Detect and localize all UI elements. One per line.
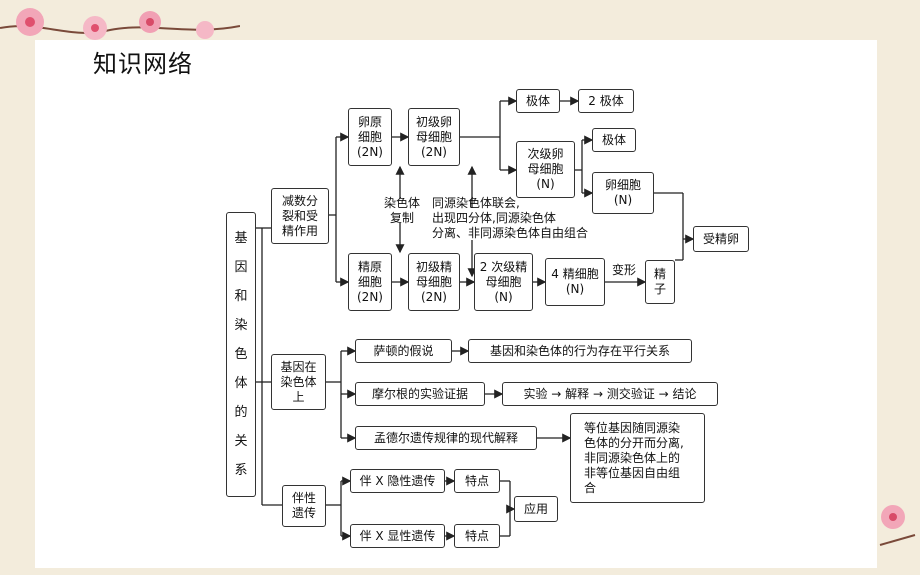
page-title: 知识网络 — [93, 50, 193, 78]
plum-blossom-decoration-left — [0, 8, 240, 40]
primary-oocyte-node: 初级卵 母细胞 (2N) — [408, 108, 460, 166]
synapsis-note: 同源染色体联会, 出现四分体,同源染色体 分离、非同源染色体自由组合 — [432, 196, 589, 240]
egg-cell-node: 卵细胞 (N) — [592, 172, 654, 214]
two-polar-bodies-node: 2 极体 — [578, 89, 634, 113]
plum-blossom-decoration-right — [879, 505, 916, 546]
morgan-evidence-node: 摩尔根的实验证据 — [355, 382, 485, 406]
mendel-modern-explanation-node: 孟德尔遗传规律的现代解释 — [355, 426, 537, 450]
zygote-node: 受精卵 — [693, 226, 749, 252]
transform-note: 变形 — [612, 263, 637, 277]
secondary-spermatocyte-node: 2 次级精 母细胞 (N) — [474, 253, 533, 311]
polar-body-node: 极体 — [516, 89, 560, 113]
parallel-behavior-node: 基因和染色体的行为存在平行关系 — [468, 339, 692, 363]
feature-node-1: 特点 — [454, 469, 500, 493]
secondary-oocyte-node: 次级卵 母细胞 (N) — [516, 141, 575, 198]
sex-linked-inheritance-node: 伴性 遗传 — [282, 485, 326, 527]
genes-on-chromosomes-node: 基因在 染色体 上 — [271, 354, 326, 410]
experiment-steps-node: 实验 → 解释 → 测交验证 → 结论 — [502, 382, 718, 406]
x-recessive-node: 伴 X 隐性遗传 — [350, 469, 445, 493]
spermatid-node: 4 精细胞 (N) — [545, 258, 605, 306]
sutton-hypothesis-node: 萨顿的假说 — [355, 339, 452, 363]
sperm-node: 精 子 — [645, 260, 675, 304]
primary-spermatocyte-node: 初级精 母细胞 (2N) — [408, 253, 460, 311]
root-node: 基 因 和 染 色 体 的 关 系 — [226, 212, 256, 497]
spermatogonium-node: 精原 细胞 (2N) — [348, 253, 392, 311]
chromosome-replication-note: 染色体 复制 — [384, 196, 421, 225]
allele-segregation-node: 等位基因随同源染 色体的分开而分离, 非同源染色体上的 非等位基因自由组 合 — [570, 413, 705, 503]
feature-node-2: 特点 — [454, 524, 500, 548]
application-node: 应用 — [514, 496, 558, 522]
x-dominant-node: 伴 X 显性遗传 — [350, 524, 445, 548]
oogonium-node: 卵原 细胞 (2N) — [348, 108, 392, 166]
meiosis-fertilization-node: 减数分 裂和受 精作用 — [271, 188, 329, 244]
polar-body-node-2: 极体 — [592, 128, 636, 152]
